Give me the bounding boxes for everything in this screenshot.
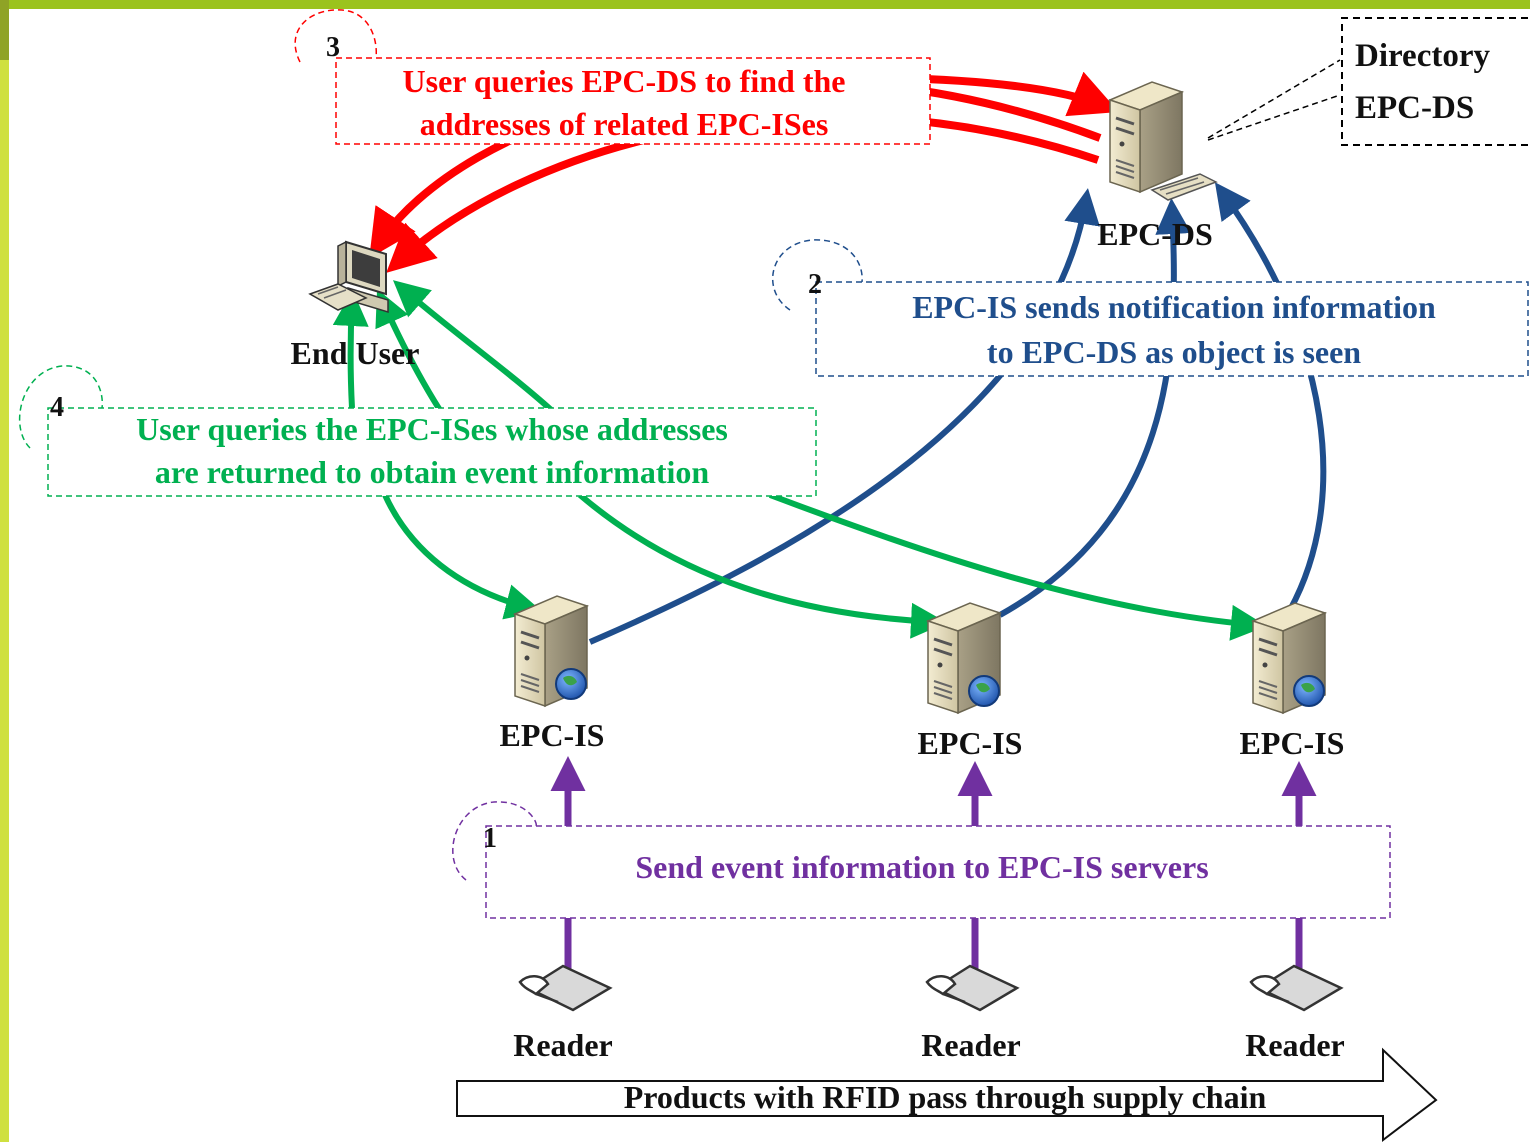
blue-arrow-epcis-3 (1214, 182, 1327, 612)
green-arrow-epcis-1 (382, 493, 542, 620)
blue-arrow-epcis-2 (998, 198, 1192, 618)
step-2-callout: 2 EPC-IS sends notification information … (772, 239, 1529, 377)
reader-1-icon (518, 964, 613, 1012)
reader-2-icon (925, 964, 1020, 1012)
green-arrow-up-1 (332, 290, 369, 409)
epc-is-server-3-icon (1251, 601, 1327, 715)
step-2-line1: EPC-IS sends notification information (912, 289, 1436, 325)
epc-is-3-label: EPC-IS (1240, 725, 1345, 761)
step-1-number: 1 (483, 823, 497, 854)
reader-3-icon (1249, 964, 1344, 1012)
step-3-number: 3 (326, 32, 340, 63)
step-4-callout: 4 User queries the EPC-ISes whose addres… (18, 365, 817, 497)
frame-left-bar (0, 0, 9, 1142)
reader-3-label: Reader (1245, 1027, 1345, 1063)
frame-top-bar (0, 0, 1530, 9)
step-3-line2: addresses of related EPC-ISes (420, 106, 829, 142)
step-3-line1: User queries EPC-DS to find the (403, 63, 846, 99)
step-4-number: 4 (50, 392, 64, 423)
directory-note-line2: EPC-DS (1355, 90, 1474, 126)
epc-ds-server-icon (1108, 80, 1218, 201)
green-arrow-epcis-2 (578, 492, 947, 639)
step-1-callout: 1 Send event information to EPC-IS serve… (452, 801, 1391, 919)
directory-note: Directory EPC-DS (1207, 17, 1528, 146)
directory-note-line1: Directory (1355, 38, 1490, 74)
step-4-line1: User queries the EPC-ISes whose addresse… (136, 411, 728, 447)
step-2-number: 2 (808, 269, 822, 300)
green-arrow-up-3 (392, 280, 563, 421)
supply-chain-label: Products with RFID pass through supply c… (624, 1079, 1267, 1115)
green-arrow-epcis-3 (768, 492, 1267, 641)
reader-2-label: Reader (921, 1027, 1021, 1063)
step-3-callout: 3 User queries EPC-DS to find the addres… (294, 9, 931, 145)
step-2-line2: to EPC-DS as object is seen (987, 334, 1361, 370)
step-1-line1: Send event information to EPC-IS servers (635, 849, 1208, 885)
epc-is-server-1-icon (513, 594, 589, 708)
green-arrow-up-2 (375, 289, 448, 420)
end-user-label: End User (291, 335, 420, 371)
user-epcis-query-arrows (332, 280, 1267, 641)
frame-corner-accent (0, 0, 9, 60)
epc-is-server-2-icon (926, 601, 1002, 715)
step-4-line2: are returned to obtain event information (155, 454, 710, 490)
reader-1-label: Reader (513, 1027, 613, 1063)
epc-is-2-label: EPC-IS (918, 725, 1023, 761)
epc-ds-label: EPC-DS (1097, 216, 1213, 252)
end-user-computer-icon (308, 240, 389, 314)
supply-chain-arrow: Products with RFID pass through supply c… (456, 1047, 1438, 1142)
epc-is-1-label: EPC-IS (500, 717, 605, 753)
